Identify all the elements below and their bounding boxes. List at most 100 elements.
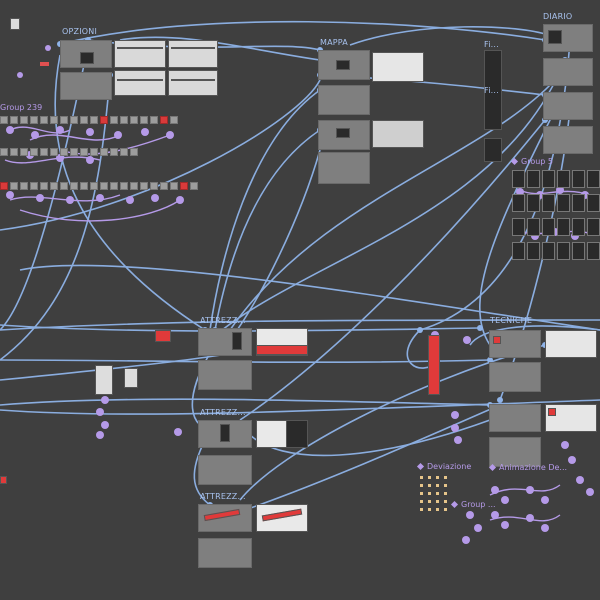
component-chip[interactable] xyxy=(542,170,555,188)
screen-thumbnail[interactable] xyxy=(95,365,113,395)
screen-thumbnail[interactable] xyxy=(372,120,424,148)
screen-thumbnail[interactable] xyxy=(484,50,502,130)
component-chip[interactable] xyxy=(60,116,68,124)
screen-thumbnail[interactable] xyxy=(168,70,218,96)
component-chip[interactable] xyxy=(542,218,555,236)
component-chip[interactable] xyxy=(572,218,585,236)
screen-thumbnail[interactable] xyxy=(168,40,218,68)
group-label-5[interactable]: Group 5 xyxy=(510,157,553,166)
screen-thumbnail[interactable] xyxy=(428,335,440,395)
component-chip[interactable] xyxy=(10,182,18,190)
component-chip[interactable] xyxy=(120,148,128,156)
component-chip[interactable] xyxy=(542,242,555,260)
component-chip[interactable] xyxy=(140,182,148,190)
component-chip[interactable] xyxy=(90,148,98,156)
component-chip[interactable] xyxy=(150,182,158,190)
screen-thumbnail[interactable] xyxy=(0,476,7,484)
group-label-239[interactable]: Group 239 xyxy=(0,103,43,112)
component-chip[interactable] xyxy=(30,182,38,190)
component-chip[interactable] xyxy=(180,182,188,190)
component-chip[interactable] xyxy=(527,170,540,188)
screen-thumbnail[interactable] xyxy=(548,408,556,416)
component-chip[interactable] xyxy=(160,182,168,190)
component-chip[interactable] xyxy=(527,194,540,212)
component-chip[interactable] xyxy=(190,182,198,190)
component-chip[interactable] xyxy=(527,242,540,260)
component-chip[interactable] xyxy=(110,148,118,156)
component-chip[interactable] xyxy=(572,194,585,212)
component-chip[interactable] xyxy=(100,116,108,124)
component-chip[interactable] xyxy=(40,182,48,190)
component-chip[interactable] xyxy=(512,194,525,212)
component-chip[interactable] xyxy=(30,148,38,156)
component-chip[interactable] xyxy=(0,148,8,156)
screen-thumbnail[interactable] xyxy=(336,128,350,138)
component-chip[interactable] xyxy=(557,242,570,260)
frame-attrezz-screen[interactable] xyxy=(198,328,252,356)
frame-title-opzioni[interactable]: OPZIONI xyxy=(62,27,98,36)
screen-thumbnail[interactable] xyxy=(372,52,424,82)
component-chip[interactable] xyxy=(527,218,540,236)
component-chip[interactable] xyxy=(557,170,570,188)
screen-thumbnail[interactable] xyxy=(484,138,502,162)
component-chip[interactable] xyxy=(80,148,88,156)
component-chip[interactable] xyxy=(587,218,600,236)
frame-title-tecniche[interactable]: TECNICHE xyxy=(490,316,533,325)
component-chip[interactable] xyxy=(130,116,138,124)
component-chip[interactable] xyxy=(160,116,168,124)
frame-mappa-screen[interactable] xyxy=(318,152,370,184)
screen-thumbnail[interactable] xyxy=(548,30,562,44)
screen-thumbnail[interactable] xyxy=(114,40,166,68)
component-chip[interactable] xyxy=(90,182,98,190)
screen-thumbnail[interactable] xyxy=(493,336,501,344)
frame-tecniche-screen[interactable] xyxy=(489,330,541,358)
component-chip[interactable] xyxy=(542,194,555,212)
screen-thumbnail[interactable] xyxy=(80,52,94,64)
component-chip[interactable] xyxy=(170,182,178,190)
screen-thumbnail[interactable] xyxy=(124,368,138,388)
frame-attrezz-screen[interactable] xyxy=(198,360,252,390)
component-chip[interactable] xyxy=(587,170,600,188)
component-chip[interactable] xyxy=(130,182,138,190)
component-chip[interactable] xyxy=(20,182,28,190)
frame-title-mappa[interactable]: MAPPA xyxy=(320,38,348,47)
frame-tecniche-screen[interactable] xyxy=(489,362,541,392)
screen-thumbnail[interactable] xyxy=(10,18,20,30)
component-chip[interactable] xyxy=(90,116,98,124)
component-chip[interactable] xyxy=(557,218,570,236)
frame-diario-screen[interactable] xyxy=(543,58,593,86)
frame-attrezz-screen[interactable] xyxy=(198,538,252,568)
frame-title-fi[interactable]: Fi... xyxy=(484,86,499,95)
component-chip[interactable] xyxy=(30,116,38,124)
group-label-animazione[interactable]: Animazione De... xyxy=(488,463,567,472)
component-chip[interactable] xyxy=(120,116,128,124)
component-chip[interactable] xyxy=(50,182,58,190)
component-chip[interactable] xyxy=(80,116,88,124)
component-chip[interactable] xyxy=(0,116,8,124)
component-chip[interactable] xyxy=(572,242,585,260)
component-chip[interactable] xyxy=(572,170,585,188)
frame-title-fi[interactable]: Fi... xyxy=(484,40,499,49)
screen-thumbnail[interactable] xyxy=(286,420,308,448)
component-chip[interactable] xyxy=(70,116,78,124)
component-chip[interactable] xyxy=(60,148,68,156)
component-chip[interactable] xyxy=(512,242,525,260)
component-chip[interactable] xyxy=(120,182,128,190)
screen-thumbnail[interactable] xyxy=(220,424,230,442)
frame-attrezz-screen[interactable] xyxy=(198,455,252,485)
group-label-deviazione[interactable]: Deviazione xyxy=(416,462,471,471)
screen-thumbnail[interactable] xyxy=(256,345,308,355)
component-chip[interactable] xyxy=(512,170,525,188)
screen-thumbnail[interactable] xyxy=(336,60,350,70)
component-chip[interactable] xyxy=(70,148,78,156)
component-chip[interactable] xyxy=(150,116,158,124)
component-chip[interactable] xyxy=(130,148,138,156)
component-chip[interactable] xyxy=(100,182,108,190)
frame-diario-screen[interactable] xyxy=(543,92,593,120)
component-chip[interactable] xyxy=(60,182,68,190)
component-chip[interactable] xyxy=(100,148,108,156)
frame-tecniche-screen[interactable] xyxy=(489,404,541,432)
screen-thumbnail[interactable] xyxy=(155,330,171,342)
frame-opzioni-screen[interactable] xyxy=(60,72,112,100)
component-chip[interactable] xyxy=(20,148,28,156)
